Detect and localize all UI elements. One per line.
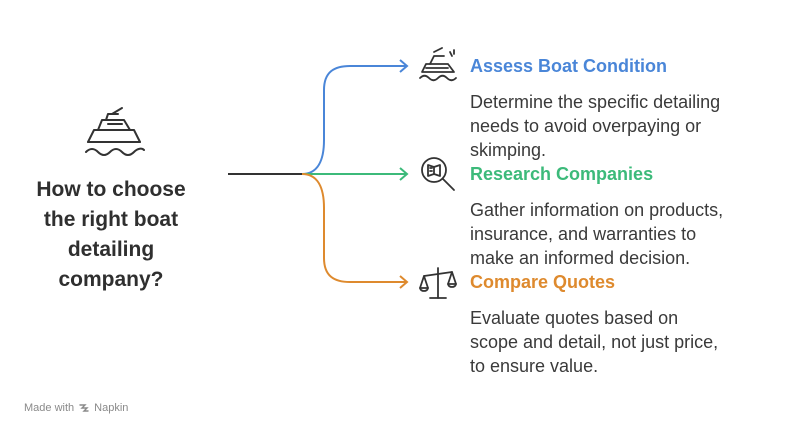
arrowhead-compare — [399, 275, 409, 289]
footer-brand: Napkin — [94, 402, 129, 414]
branch-line-compare — [301, 173, 406, 283]
main-question: How to choose the right boat detailing c… — [36, 178, 186, 291]
boat-icon — [85, 107, 145, 156]
description-assess-boat-condition: Determine the specific detailing needs t… — [470, 92, 721, 160]
arrowhead-assess — [399, 59, 409, 73]
description-compare-quotes: Evaluate quotes based on scope and detai… — [470, 308, 719, 376]
arrowhead-research — [399, 167, 409, 181]
heading-compare-quotes: Compare Quotes — [470, 272, 616, 292]
magnifier-book-icon — [421, 157, 455, 191]
heading-assess-boat-condition: Assess Boat Condition — [470, 56, 668, 76]
napkin-logo-icon — [79, 404, 89, 412]
heading-research-companies: Research Companies — [470, 164, 654, 184]
branch-line-assess — [301, 65, 406, 175]
balance-scale-icon — [419, 267, 457, 299]
boat-wash-icon — [419, 47, 457, 82]
description-research-companies: Gather information on products, insuranc… — [470, 200, 724, 268]
footer-credit: Made with Napkin — [24, 402, 128, 414]
footer-made-with: Made with — [24, 402, 75, 414]
